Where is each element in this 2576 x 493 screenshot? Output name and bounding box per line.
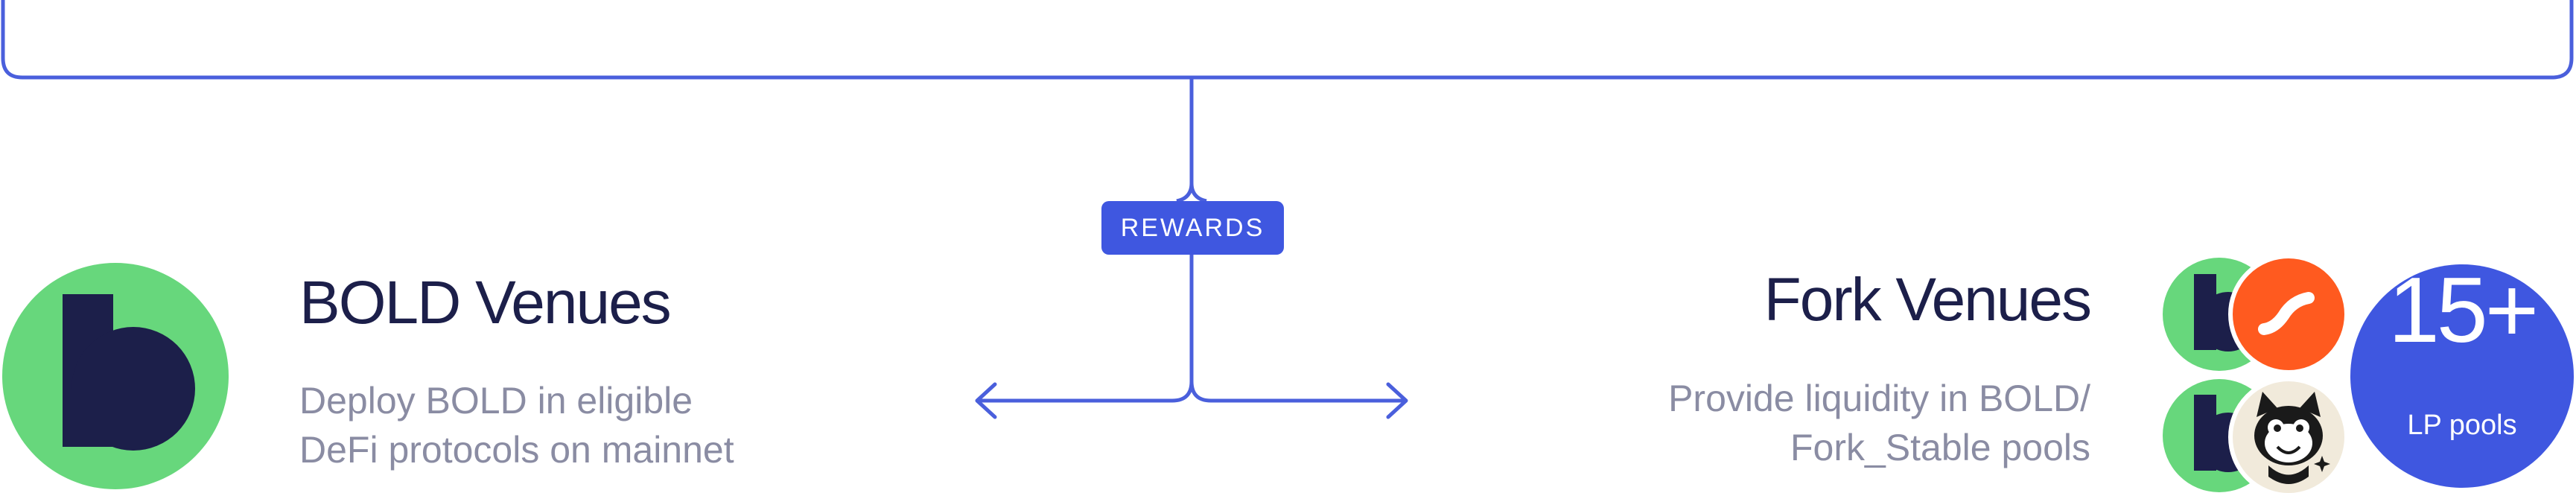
- connector-stem-top-right: [1189, 182, 1207, 203]
- connector-stem-top: [1176, 77, 1194, 203]
- description-line: Provide liquidity in BOLD/: [1668, 378, 2090, 419]
- fork-venues-title: Fork Venues: [1764, 266, 2092, 334]
- bold-logo-icon: [2, 263, 229, 489]
- connector-stem-bottom: [977, 255, 1194, 403]
- bold-venues-description: Deploy BOLD in eligible DeFi protocols o…: [299, 376, 734, 474]
- description-line: Fork_Stable pools: [1790, 427, 2090, 468]
- pools-count: 15+: [2388, 259, 2539, 362]
- pools-label: LP pools: [2407, 410, 2517, 441]
- arrow-left-icon: [975, 382, 997, 419]
- orange-s-logo-icon: [2228, 254, 2349, 375]
- mascot-cat-icon: [2228, 377, 2349, 493]
- description-line: DeFi protocols on mainnet: [299, 429, 734, 471]
- description-line: Deploy BOLD in eligible: [299, 380, 693, 422]
- rewards-badge-label: REWARDS: [1120, 213, 1265, 242]
- fork-venues-description: Provide liquidity in BOLD/ Fork_Stable p…: [1668, 374, 2090, 472]
- rewards-badge: REWARDS: [1101, 201, 1284, 255]
- connector-branch-right: [1189, 381, 1406, 403]
- top-container-outline: [1, 0, 2574, 80]
- arrow-right-icon: [1386, 382, 1408, 419]
- bold-venues-title: BOLD Venues: [299, 269, 672, 337]
- pools-badge-circle: [2350, 264, 2574, 488]
